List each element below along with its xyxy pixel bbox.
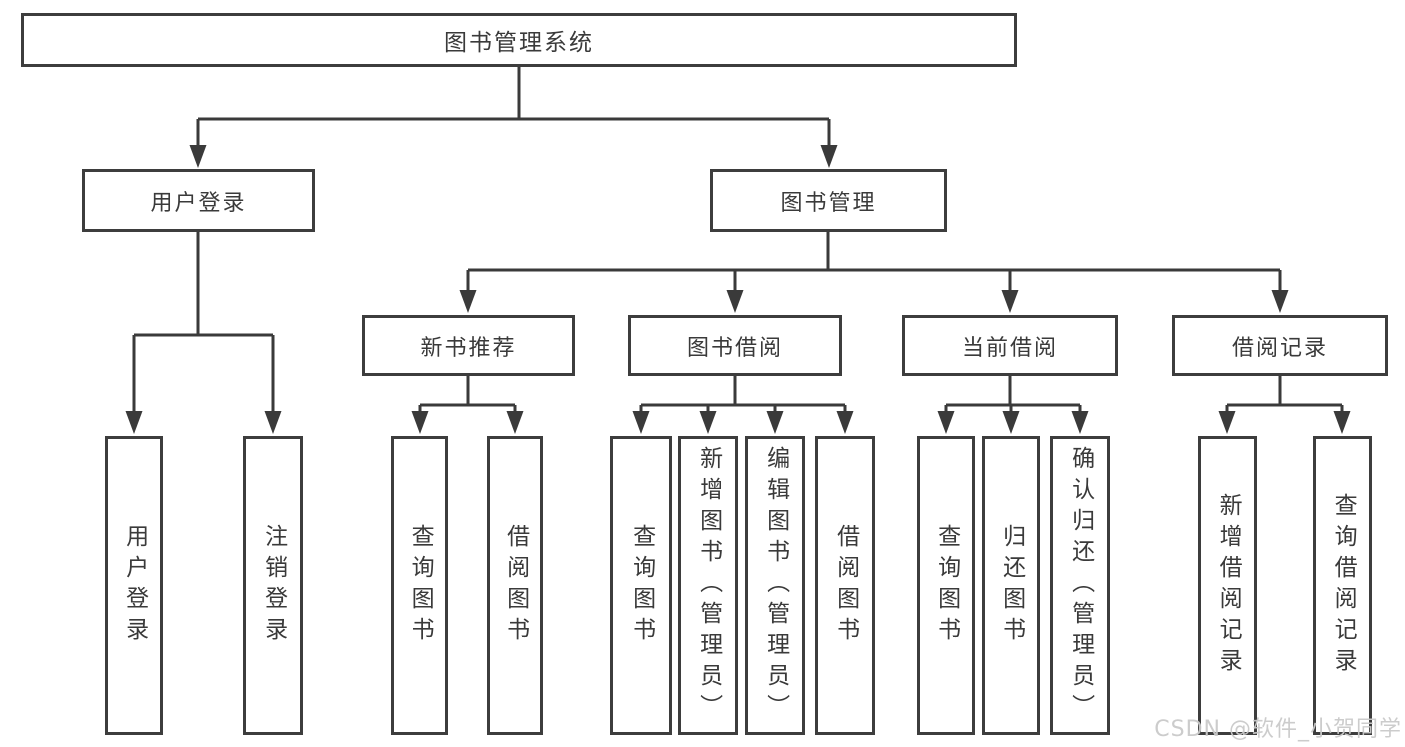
node-current-borrow-label: 当前借阅 (961, 335, 1058, 361)
arrowhead-down-icon (506, 411, 524, 434)
leaf-add-borrow-record: 新增借阅记录 (1198, 436, 1257, 735)
arrowhead-down-icon (632, 411, 650, 434)
arrowhead-down-icon (699, 411, 717, 434)
arrowhead-down-icon (264, 411, 282, 434)
leaf-logout-label: 注销登录 (260, 523, 287, 648)
node-new-book-recommend: 新书推荐 (362, 315, 575, 376)
node-current-borrow: 当前借阅 (902, 315, 1118, 376)
leaf-borrow-books-recommend-label: 借阅图书 (502, 523, 529, 648)
arrowhead-down-icon (1271, 290, 1289, 313)
leaf-borrow-books-recommend: 借阅图书 (487, 436, 543, 735)
arrowhead-down-icon (125, 411, 143, 434)
leaf-confirm-return-admin: 确认归还（管理员） (1050, 436, 1110, 735)
node-user-login: 用户登录 (82, 169, 315, 232)
leaf-query-borrow-record-label: 查询借阅记录 (1330, 492, 1357, 679)
node-book-borrow-label: 图书借阅 (686, 335, 783, 361)
node-borrow-records: 借阅记录 (1172, 315, 1388, 376)
leaf-edit-books-admin: 编辑图书（管理员） (745, 436, 805, 735)
leaf-add-books-admin-label: 新增图书（管理员） (695, 446, 722, 725)
arrowhead-down-icon (1002, 411, 1020, 434)
leaf-return-books: 归还图书 (982, 436, 1040, 735)
leaf-return-books-label: 归还图书 (998, 523, 1025, 648)
leaf-add-books-admin: 新增图书（管理员） (678, 436, 738, 735)
leaf-add-borrow-record-label: 新增借阅记录 (1215, 492, 1242, 679)
leaf-borrow-books: 借阅图书 (815, 436, 875, 735)
arrowhead-down-icon (820, 145, 838, 168)
leaf-confirm-return-admin-label: 确认归还（管理员） (1067, 446, 1094, 725)
node-book-management-label: 图书管理 (780, 190, 877, 216)
arrowhead-down-icon (726, 290, 744, 313)
leaf-query-books-recommend: 查询图书 (391, 436, 448, 735)
arrowhead-down-icon (1333, 411, 1351, 434)
arrowhead-down-icon (836, 411, 854, 434)
node-book-management: 图书管理 (710, 169, 947, 232)
leaf-query-borrow-record: 查询借阅记录 (1313, 436, 1372, 735)
node-new-book-recommend-label: 新书推荐 (420, 335, 517, 361)
leaf-query-books-borrow-label: 查询图书 (628, 523, 655, 648)
arrowhead-down-icon (459, 290, 477, 313)
leaf-query-books-current: 查询图书 (917, 436, 975, 735)
leaf-query-books-recommend-label: 查询图书 (407, 523, 434, 648)
leaf-query-books-borrow: 查询图书 (610, 436, 672, 735)
arrowhead-down-icon (411, 411, 429, 434)
arrowhead-down-icon (1001, 290, 1019, 313)
watermark: CSDN @软件_小贺同学 (1154, 717, 1402, 742)
arrowhead-down-icon (1218, 411, 1236, 434)
arrowhead-down-icon (1071, 411, 1089, 434)
leaf-borrow-books-label: 借阅图书 (832, 523, 859, 648)
node-user-login-label: 用户登录 (150, 190, 247, 216)
arrowhead-down-icon (766, 411, 784, 434)
node-borrow-records-label: 借阅记录 (1231, 335, 1328, 361)
leaf-edit-books-admin-label: 编辑图书（管理员） (762, 446, 789, 725)
node-root: 图书管理系统 (21, 13, 1017, 67)
leaf-user-login-label: 用户登录 (121, 523, 148, 648)
leaf-query-books-current-label: 查询图书 (933, 523, 960, 648)
leaf-user-login: 用户登录 (105, 436, 163, 735)
node-book-borrow: 图书借阅 (628, 315, 842, 376)
arrowhead-down-icon (937, 411, 955, 434)
node-root-label: 图书管理系统 (444, 30, 594, 56)
leaf-logout: 注销登录 (243, 436, 303, 735)
arrowhead-down-icon (189, 145, 207, 168)
